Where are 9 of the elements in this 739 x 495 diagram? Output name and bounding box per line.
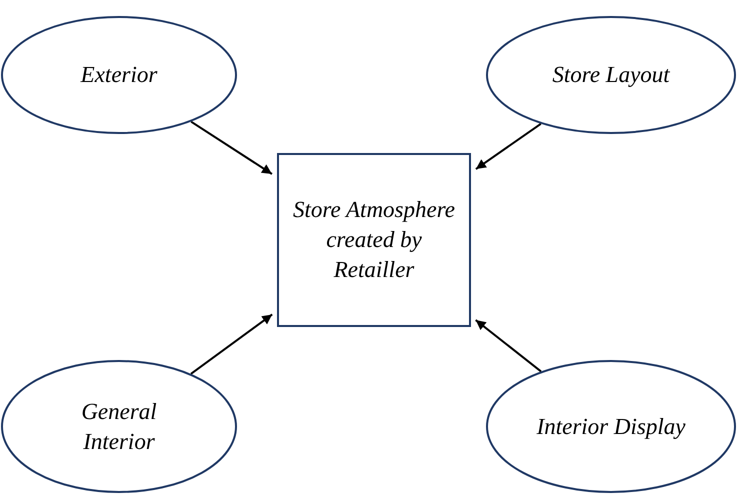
node-label: General Interior [80, 398, 158, 456]
arrow [190, 314, 273, 375]
arrow [475, 319, 542, 372]
node-label: Store Atmosphere created by Retailler [292, 196, 456, 284]
node-label: Interior Display [536, 412, 686, 441]
arrow [475, 123, 542, 170]
node-label: Store Layout [552, 61, 670, 90]
arrow [190, 120, 272, 175]
node-label: Exterior [80, 61, 158, 90]
